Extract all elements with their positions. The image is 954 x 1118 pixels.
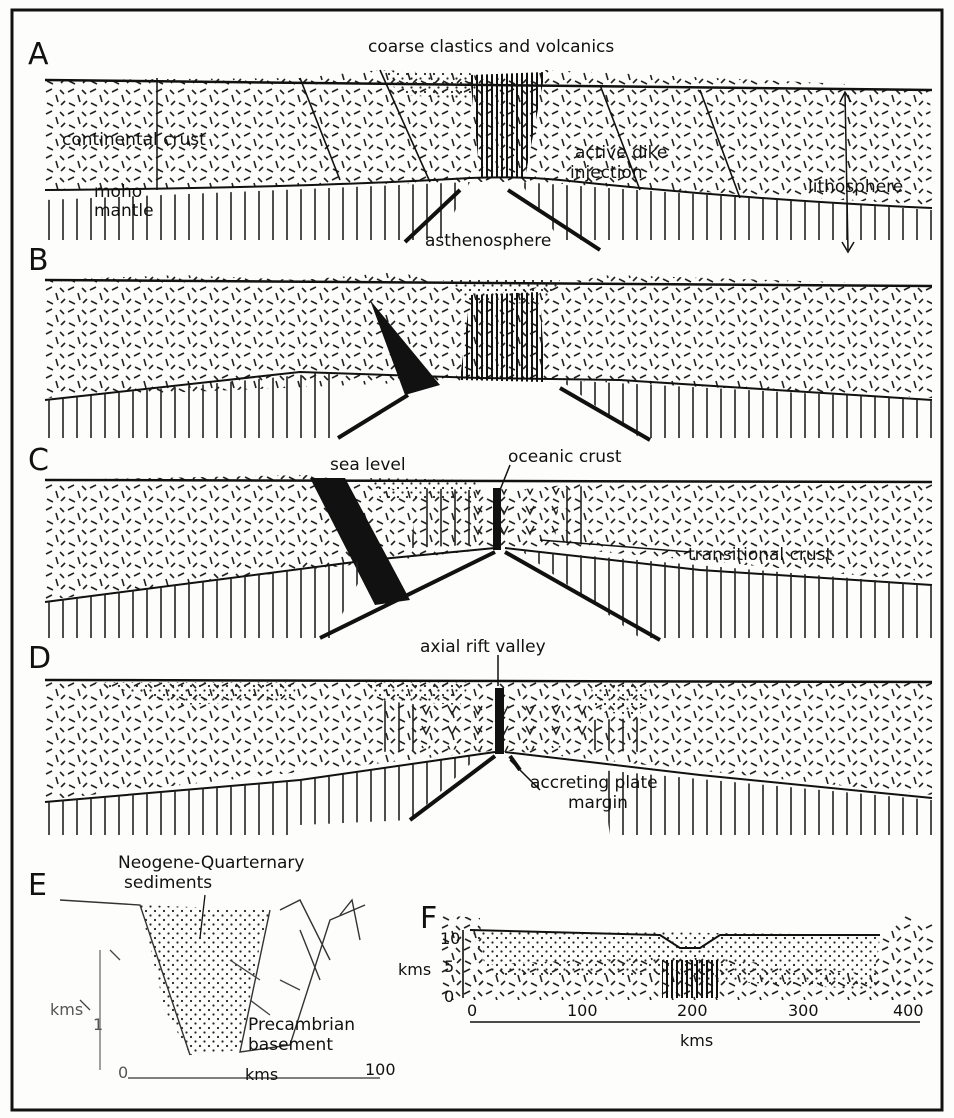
panel-e-x-tick-end: 100 bbox=[365, 1060, 396, 1079]
panel-f-x-tick-300: 300 bbox=[788, 1001, 819, 1020]
panel-f-y-tick-10: 10 bbox=[440, 929, 460, 948]
panel-e-letter: E bbox=[28, 868, 47, 903]
panel-f-y-tick-0: 0 bbox=[444, 987, 454, 1006]
label-neogene: Neogene-Quarternary bbox=[118, 853, 304, 873]
panel-f-y-tick-5: 5 bbox=[444, 957, 454, 976]
label-mantle: mantle bbox=[94, 201, 154, 221]
panel-f-letter: F bbox=[420, 901, 437, 936]
panel-e-x-tick-start: 0 bbox=[118, 1063, 128, 1082]
panel-f-x-tick-100: 100 bbox=[567, 1001, 598, 1020]
panel-d-axial-dike bbox=[495, 688, 504, 754]
panel-c-sediments bbox=[370, 478, 480, 500]
label-active-dike: active dike bbox=[575, 143, 667, 163]
label-asthenosphere: asthenosphere bbox=[425, 231, 551, 251]
panel-e-x-axis-label: kms bbox=[245, 1065, 278, 1084]
label-precambrian: Precambrian bbox=[248, 1015, 355, 1035]
panel-f-x-tick-200: 200 bbox=[677, 1001, 708, 1020]
panel-d: D axial rift valley accreting plate marg… bbox=[28, 637, 932, 835]
label-injection: injection bbox=[570, 163, 643, 183]
panel-a: A coarse clastics and volcanics continen… bbox=[28, 37, 932, 252]
panel-e: E Neogene-Quarternary sediments Precambr… bbox=[28, 853, 396, 1084]
panel-c-oceanic-pointer bbox=[500, 465, 510, 490]
panel-c: C sea level oceanic crust transitional c… bbox=[28, 443, 932, 640]
label-margin: margin bbox=[568, 793, 628, 813]
panel-c-oceanic-crust bbox=[470, 488, 560, 542]
label-oceanic-crust: oceanic crust bbox=[508, 447, 622, 467]
panel-c-transitional-right bbox=[555, 485, 590, 545]
label-continental-crust: continental crust bbox=[62, 130, 206, 150]
panel-a-letter: A bbox=[28, 37, 49, 72]
panel-d-letter: D bbox=[28, 641, 51, 676]
label-accreting-plate: accreting plate bbox=[530, 773, 658, 793]
label-axial-rift-valley: axial rift valley bbox=[420, 637, 546, 657]
panel-f-x-tick-0: 0 bbox=[467, 1001, 477, 1020]
panel-c-axial-dike bbox=[493, 488, 501, 550]
panel-b-dikes bbox=[460, 292, 545, 382]
label-basement: basement bbox=[248, 1035, 333, 1055]
panel-c-letter: C bbox=[28, 443, 49, 478]
panel-d-transitional-left bbox=[380, 700, 420, 752]
label-coarse-clastics: coarse clastics and volcanics bbox=[368, 37, 614, 57]
panel-f-y-axis-label: kms bbox=[398, 960, 431, 979]
panel-f-x-axis-label: kms bbox=[680, 1031, 713, 1050]
panel-d-oceanic-crust bbox=[420, 705, 590, 752]
panel-e-y-tick: 1 bbox=[93, 1015, 103, 1034]
panel-b-letter: B bbox=[28, 243, 49, 278]
panel-f: F kms 10 5 0 0 100 200 300 400 kms bbox=[398, 901, 935, 1050]
label-transitional-crust: transitional crust bbox=[688, 545, 833, 565]
panel-f-dike-zone bbox=[662, 960, 718, 998]
panel-d-transitional-right bbox=[592, 718, 640, 752]
panel-f-x-tick-400: 400 bbox=[893, 1001, 924, 1020]
panel-f-basement-right bbox=[870, 915, 935, 1000]
panel-e-y-axis-label: kms bbox=[50, 1000, 83, 1019]
label-lithosphere: lithosphere bbox=[808, 177, 903, 197]
panel-b: B bbox=[28, 243, 932, 440]
label-sea-level: sea level bbox=[330, 455, 406, 475]
label-sediments: sediments bbox=[124, 873, 212, 893]
label-moho: moho bbox=[94, 182, 142, 202]
